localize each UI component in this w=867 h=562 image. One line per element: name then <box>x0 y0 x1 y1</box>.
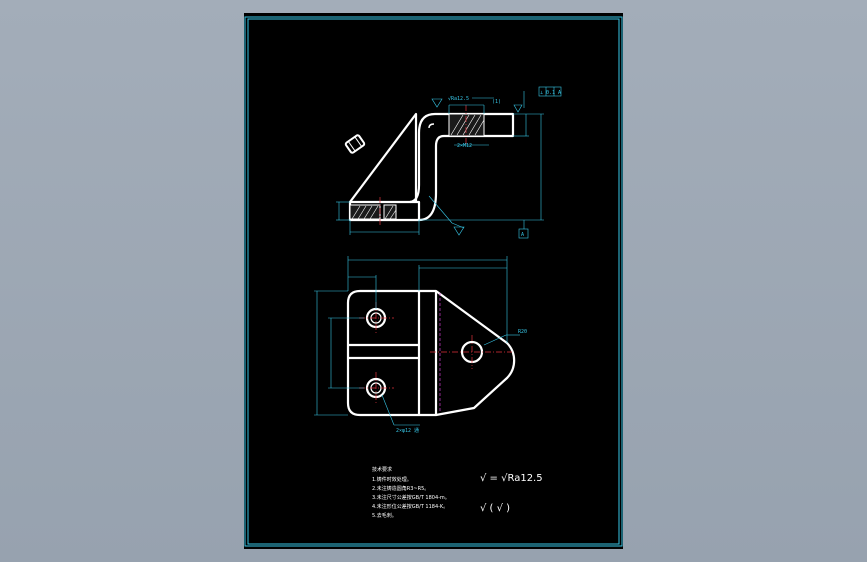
notes-title: 技术要求 <box>372 466 392 473</box>
front-labels: √Ra12.5 ⊥ 0.1 A A 2×M12 (1) <box>448 90 561 238</box>
top-dimensions <box>314 256 520 426</box>
notes-line-3: 3.未注尺寸公差按GB/T 1804-m。 <box>372 494 450 501</box>
notes-line-1: 1.铸件时效处理。 <box>372 476 412 483</box>
drawing-sheet: √Ra12.5 ⊥ 0.1 A A 2×M12 (1) <box>244 13 623 549</box>
bolt-detail <box>344 134 366 154</box>
inner-frame <box>247 18 620 545</box>
top-outline <box>346 289 516 417</box>
notes-line-2: 2.未注铸造圆角R3~R5。 <box>372 485 429 492</box>
rib <box>349 112 418 203</box>
cad-drawing: √Ra12.5 ⊥ 0.1 A A 2×M12 (1) <box>244 16 623 547</box>
top-centerlines <box>359 302 512 404</box>
roughness-top-label: √Ra12.5 <box>448 96 469 102</box>
hole-callout-label: 2×φ12 通 <box>396 427 419 434</box>
top-view <box>346 289 516 417</box>
roughness-equation: √ = √Ra12.5 <box>480 473 543 484</box>
notes-line-4: 4.未注形位公差按GB/T 1184-K。 <box>372 503 448 510</box>
top-labels: 2×φ12 通 R20 <box>396 329 527 434</box>
roughness-symbols: √ = √Ra12.5 √ ( √ ) <box>480 473 543 514</box>
notes-line-5: 5.去毛刺。 <box>372 512 397 519</box>
datum-label: A <box>521 232 524 238</box>
depth-label: (1) <box>492 99 501 105</box>
outer-frame <box>244 16 623 547</box>
vertical-web <box>409 112 515 222</box>
radius-label: R20 <box>518 329 527 335</box>
tolerance-frame-label: ⊥ 0.1 A <box>540 90 561 96</box>
web-fillet <box>428 123 435 129</box>
roughness-other: √ ( √ ) <box>480 503 510 514</box>
section-hatching <box>349 113 485 220</box>
thread-callout-label: 2×M12 <box>457 143 472 149</box>
front-centerlines <box>379 105 467 225</box>
front-view <box>348 112 515 222</box>
front-dimensions <box>336 86 562 239</box>
technical-notes: 技术要求 1.铸件时效处理。 2.未注铸造圆角R3~R5。 3.未注尺寸公差按G… <box>372 466 450 519</box>
